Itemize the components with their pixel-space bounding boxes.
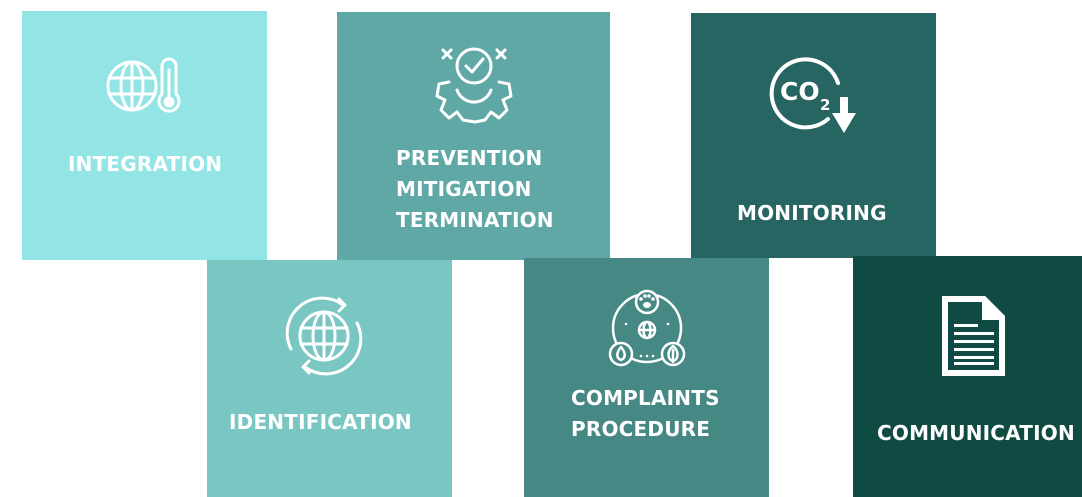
tile-prevention: PREVENTION MITIGATION TERMINATION <box>337 12 610 260</box>
label-monitoring: MONITORING <box>737 201 887 225</box>
label-identification: IDENTIFICATION <box>229 410 412 434</box>
tile-communication: COMMUNICATION <box>853 256 1082 497</box>
svg-text:CO: CO <box>780 77 820 106</box>
tile-monitoring: CO 2 MONITORING <box>691 13 936 258</box>
label-prevention: PREVENTION MITIGATION TERMINATION <box>396 146 554 232</box>
tile-integration: INTEGRATION <box>22 11 267 260</box>
tile-identification: IDENTIFICATION <box>207 260 452 497</box>
svg-text:2: 2 <box>820 96 830 114</box>
label-communication: COMMUNICATION <box>877 421 1075 445</box>
ecosystem-icon <box>608 289 686 367</box>
tile-complaints: COMPLAINTS PROCEDURE <box>524 258 769 497</box>
co2-reduction-icon: CO 2 <box>769 57 856 133</box>
globe-rotate-icon <box>285 296 363 376</box>
document-icon <box>942 296 1005 376</box>
gear-checkmark-icon <box>435 47 513 124</box>
label-complaints: COMPLAINTS PROCEDURE <box>571 386 720 441</box>
globe-thermometer-icon <box>106 57 181 113</box>
label-integration: INTEGRATION <box>68 152 223 176</box>
